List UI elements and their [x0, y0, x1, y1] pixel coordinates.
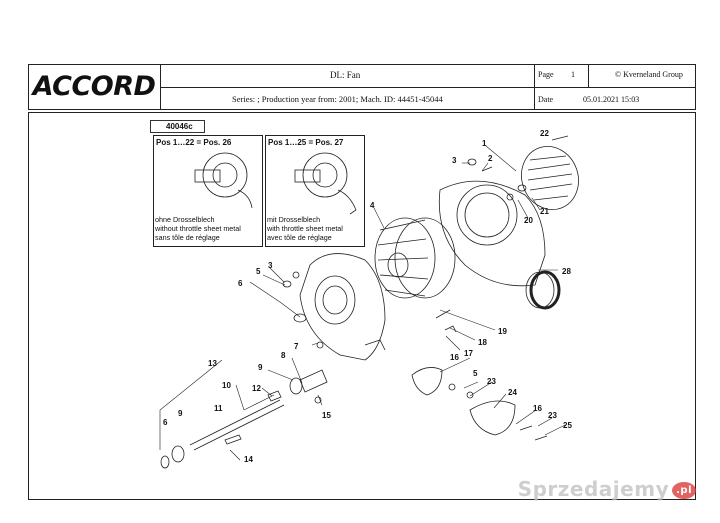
part-label-2: 2: [488, 154, 493, 163]
part-number-labels: 1 2 3 22 4 20 21 28 3 5 6 19 17 18 7 16 …: [163, 129, 572, 464]
part-label-23b: 23: [548, 411, 557, 420]
variant-a-box: [153, 135, 263, 247]
part-label-6b: 6: [163, 418, 168, 427]
watermark-badge: .pl: [672, 482, 696, 499]
variant-a-line-2: without throttle sheet metal: [155, 224, 241, 233]
part-label-9a: 9: [258, 363, 263, 372]
part-label-18: 18: [478, 338, 487, 347]
part-label-21: 21: [540, 207, 549, 216]
variant-b-line-1: mit Drosselblech: [267, 215, 321, 224]
part-label-7: 7: [294, 342, 299, 351]
page-number: 1: [571, 70, 575, 79]
part-label-1: 1: [482, 139, 487, 148]
part-label-23a: 23: [487, 377, 496, 386]
watermark: Sprzedajemy.pl: [518, 477, 696, 501]
part-label-13: 13: [208, 359, 217, 368]
variant-b-line-2: with throttle sheet metal: [267, 224, 343, 233]
copyright: © Kverneland Group: [615, 70, 683, 79]
part-label-4: 4: [370, 201, 375, 210]
drawing-frame: [28, 112, 696, 500]
impeller: [374, 217, 456, 299]
part-label-14: 14: [244, 455, 253, 464]
part-label-16b: 16: [533, 404, 542, 413]
rear-housing: [438, 180, 546, 287]
variant-a-title: Pos 1…22 = Pos. 26: [156, 138, 232, 147]
part-label-28: 28: [562, 267, 571, 276]
accord-logo: ACCORD: [32, 70, 156, 102]
part-label-17: 17: [464, 349, 473, 358]
seal-ring: [525, 270, 561, 310]
flap-assembly: [411, 367, 516, 436]
part-label-19: 19: [498, 327, 507, 336]
page-label: Page: [538, 70, 554, 79]
part-label-22: 22: [540, 129, 549, 138]
part-label-24: 24: [508, 388, 517, 397]
variant-b-title: Pos 1…25 = Pos. 27: [268, 138, 344, 147]
header-mid-line: [160, 87, 696, 88]
variant-a-line-3: sans tôle de réglage: [155, 233, 220, 242]
shaft-assembly: [160, 341, 328, 469]
date-value: 05.01.2021 15:03: [583, 95, 640, 104]
variant-b-fan-sketch: [294, 152, 357, 215]
part-label-3b: 3: [268, 261, 273, 270]
variant-b-line-3: avec tôle de réglage: [267, 233, 332, 242]
header-title: DL: Fan: [330, 70, 361, 80]
variant-b-box: [265, 135, 365, 247]
part-label-9b: 9: [178, 409, 183, 418]
variant-a-line-1: ohne Drosselblech: [155, 215, 215, 224]
leader-lines: [159, 145, 566, 461]
variant-a-fan-sketch: [194, 152, 253, 209]
part-label-11: 11: [214, 404, 223, 413]
watermark-text: Sprzedajemy: [517, 477, 670, 501]
header-divider-3: [588, 64, 589, 87]
date-label: Date: [538, 95, 554, 104]
drawing-id-box: [150, 120, 205, 133]
front-housing: [299, 253, 386, 361]
part-label-15: 15: [322, 411, 331, 420]
header-series: Series: ; Production year from: 2001; Ma…: [232, 94, 443, 104]
part-label-12: 12: [252, 384, 261, 393]
part-label-20: 20: [524, 216, 533, 225]
part-label-6a: 6: [238, 279, 243, 288]
part-label-3a: 3: [452, 156, 457, 165]
part-label-5b: 5: [473, 369, 478, 378]
part-label-10: 10: [222, 381, 231, 390]
drawing-id: 40046c: [166, 122, 193, 131]
grille-cover: [521, 146, 579, 210]
part-label-16a: 16: [450, 353, 459, 362]
part-label-5a: 5: [256, 267, 261, 276]
part-label-25: 25: [563, 421, 572, 430]
part-label-8: 8: [281, 351, 286, 360]
